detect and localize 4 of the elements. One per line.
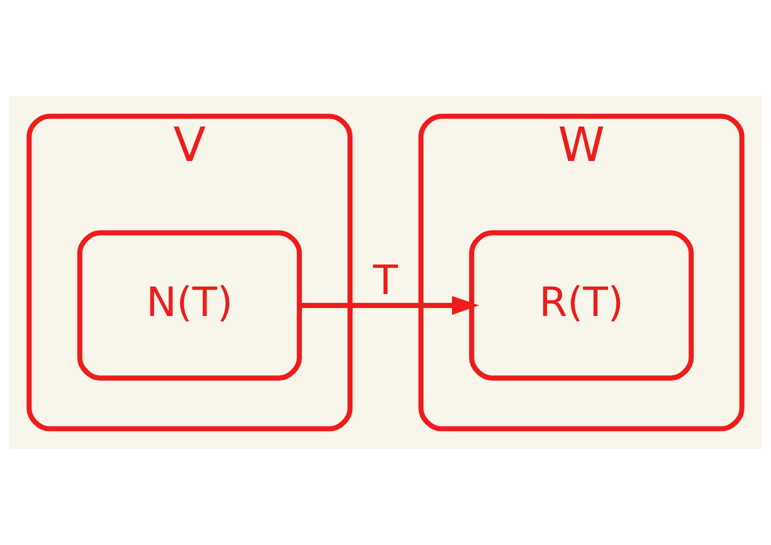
edge-label: T <box>373 256 398 304</box>
node-box: R(T) <box>469 230 694 381</box>
node-box: N(T) <box>77 230 302 381</box>
arrow <box>299 296 480 315</box>
